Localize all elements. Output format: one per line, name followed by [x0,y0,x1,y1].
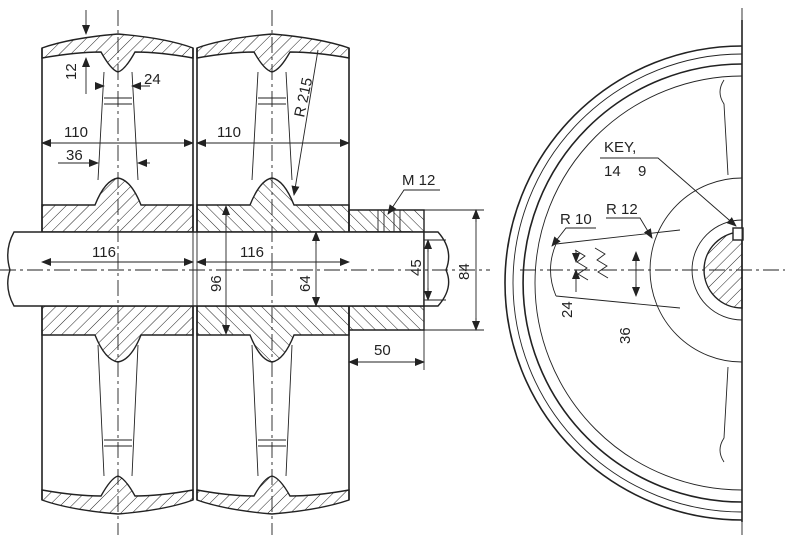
label-45: 45 [408,259,425,276]
label-r10: R 10 [560,211,592,228]
dim-96: 96 [208,205,230,335]
dim-key: KEY, 14 9 [600,139,737,227]
label-36-left: 36 [66,147,83,164]
label-64: 64 [297,275,314,292]
label-24-right: 24 [559,301,576,318]
dim-36-left: 36 [58,147,150,167]
dim-24-right: 24 [559,250,580,318]
label-36-right: 36 [617,327,634,344]
label-r12: R 12 [606,201,638,218]
dim-m12: M 12 [387,172,440,215]
label-key-width: 14 [604,163,621,180]
dim-24-top: 24 [95,71,161,90]
rim-top [41,33,350,73]
label-key-title: KEY, [604,139,636,156]
dim-116-right: 116 [196,244,350,266]
label-110-left: 110 [64,124,88,141]
label-110-right: 110 [217,124,241,141]
dim-64: 64 [297,231,320,307]
dim-12: 12 [63,10,90,94]
label-96: 96 [208,275,225,292]
dim-36-right: 36 [617,251,640,344]
dim-110-left: 110 [41,124,194,147]
dim-116-left: 116 [41,244,194,266]
side-view: KEY, 14 9 R 10 R 12 24 36 [504,8,785,535]
section-centre-lines [0,10,490,535]
dim-50: 50 [348,330,425,370]
label-84: 84 [456,263,473,280]
dim-r12: R 12 [606,201,653,239]
label-116-right: 116 [240,244,264,261]
shaft [7,231,450,307]
section-view: 12 24 110 110 36 [0,10,490,535]
label-12: 12 [63,63,80,80]
dim-45: 45 [408,239,446,301]
rim-bottom [41,475,350,515]
arms-lower [97,344,293,477]
dim-84: 84 [424,209,484,331]
hub-section-top [41,177,425,233]
label-key-height: 9 [638,163,646,180]
arms-upper [97,71,293,181]
label-m12: M 12 [402,172,435,189]
label-50: 50 [374,342,391,359]
dim-110-right: 110 [196,124,350,147]
hub-section-bottom [41,305,425,363]
label-r215: R 215 [291,76,316,119]
label-116-left: 116 [92,244,116,261]
dim-r10: R 10 [551,211,596,247]
dim-r215: R 215 [291,49,319,196]
label-24-top: 24 [144,71,161,88]
